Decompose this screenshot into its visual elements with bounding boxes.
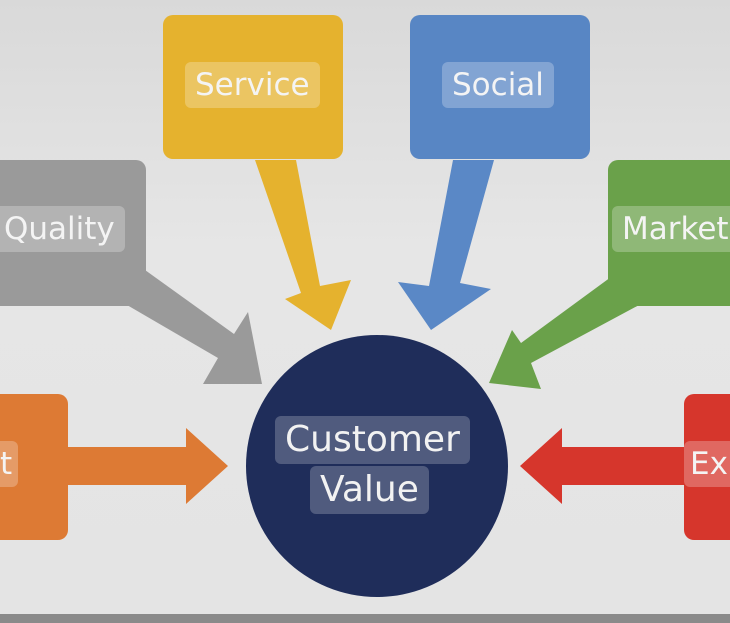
value-label: Value [310, 466, 429, 514]
quality-box: Quality [0, 160, 146, 306]
right-bottom-arrow [520, 428, 700, 504]
quality-label: Quality [0, 206, 125, 252]
customer-label: Customer [275, 416, 470, 464]
market-arrow [489, 277, 641, 389]
customer-value-circle [246, 335, 508, 597]
market-label: Market [612, 206, 730, 252]
social-box: Social [410, 15, 590, 159]
service-box: Service [163, 15, 343, 159]
bottom-border [0, 614, 730, 623]
left-bottom-label: t [0, 441, 19, 487]
left-bottom-box: t [0, 394, 68, 540]
right-bottom-box: Exp [684, 394, 730, 540]
market-box: Market [608, 160, 730, 306]
social-arrow [398, 160, 494, 330]
right-bottom-label: Exp [684, 441, 730, 487]
left-bottom-arrow [62, 428, 228, 504]
service-label: Service [185, 62, 320, 108]
social-label: Social [442, 62, 554, 108]
service-arrow [255, 160, 351, 330]
quality-arrow [115, 270, 262, 384]
